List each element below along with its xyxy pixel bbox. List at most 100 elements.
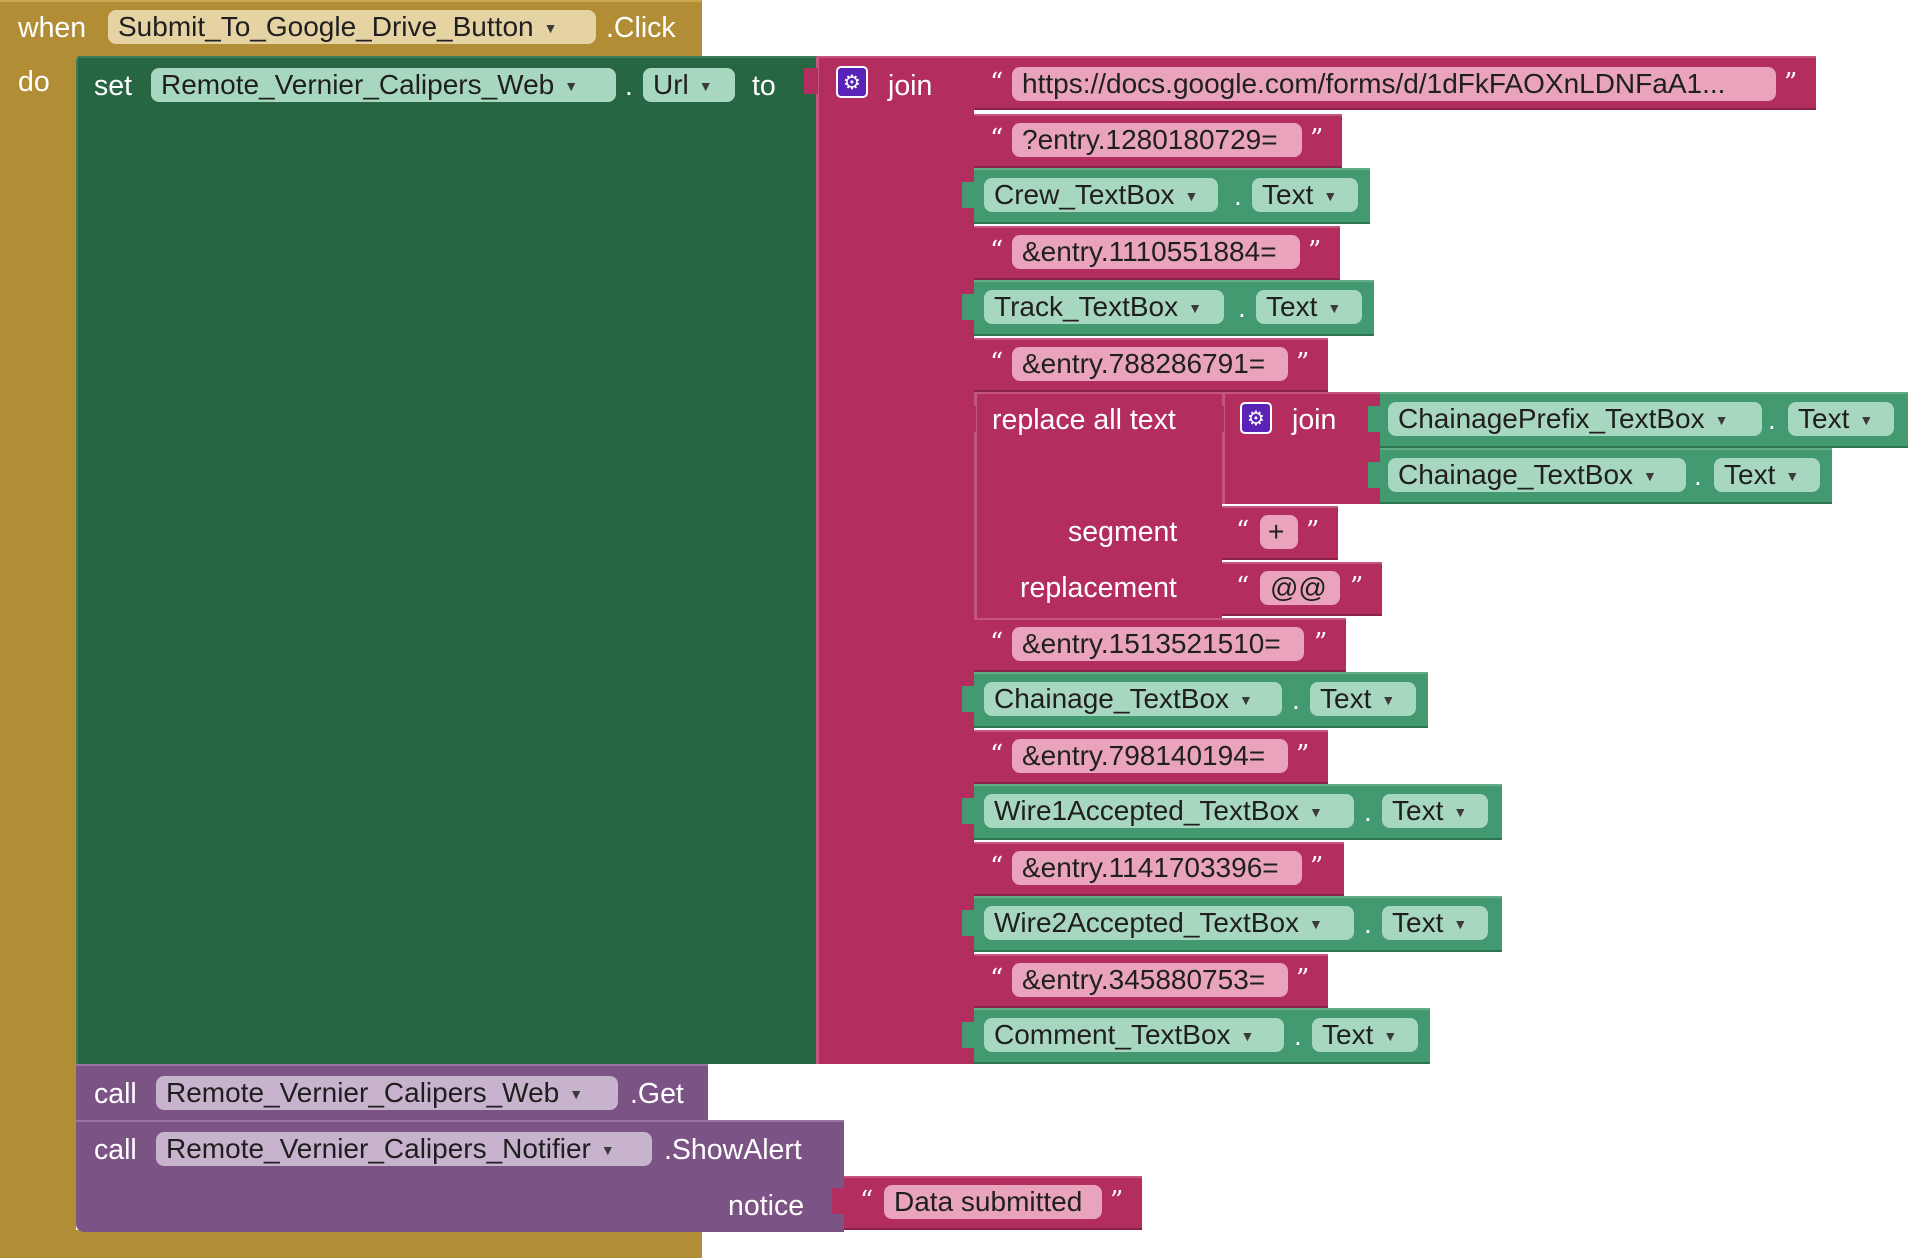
to-keyword: to bbox=[752, 70, 776, 102]
close-quote: ” bbox=[1296, 964, 1310, 994]
wire1-component-label: Wire1Accepted_TextBox bbox=[994, 795, 1300, 826]
event-block-body bbox=[0, 56, 76, 1258]
dropdown-arrow-icon: ▼ bbox=[1785, 468, 1800, 484]
chainage-prefix-component-dropdown[interactable]: ChainagePrefix_TextBox▼ bbox=[1388, 402, 1762, 436]
chainage-join-component-label: Chainage_TextBox bbox=[1398, 459, 1634, 490]
getter-output-tab bbox=[962, 910, 976, 936]
replace-all-block[interactable] bbox=[974, 392, 1222, 618]
notice-text-field[interactable]: Data submitted bbox=[884, 1185, 1102, 1219]
track-component-dropdown[interactable]: Track_TextBox▼ bbox=[984, 290, 1224, 324]
dropdown-arrow-icon: ▼ bbox=[564, 78, 579, 94]
getter-dot: . bbox=[1694, 460, 1702, 491]
close-quote: ” bbox=[1314, 628, 1328, 658]
text-output-tab bbox=[1210, 574, 1224, 600]
dropdown-arrow-icon: ▼ bbox=[1240, 1028, 1255, 1044]
dropdown-arrow-icon: ▼ bbox=[1453, 916, 1468, 932]
set-property-label: Url bbox=[653, 69, 689, 100]
open-quote: “ bbox=[990, 236, 1004, 266]
close-quote: ” bbox=[1310, 124, 1324, 154]
event-component-label: Submit_To_Google_Drive_Button bbox=[118, 11, 534, 42]
wire1-property-dropdown[interactable]: Text ▼ bbox=[1382, 794, 1488, 828]
getter-dot: . bbox=[1234, 180, 1242, 211]
getter-dot: . bbox=[1292, 684, 1300, 715]
comment-component-label: Comment_TextBox bbox=[994, 1019, 1231, 1050]
getter-dot: . bbox=[1768, 404, 1776, 435]
close-quote: ” bbox=[1296, 740, 1310, 770]
close-quote: ” bbox=[1784, 68, 1798, 98]
dropdown-arrow-icon: ▼ bbox=[1381, 692, 1396, 708]
getter-dot: . bbox=[1294, 1020, 1302, 1051]
replacement-label: replacement bbox=[1020, 572, 1177, 604]
event-component-dropdown[interactable]: Submit_To_Google_Drive_Button▼ bbox=[108, 10, 596, 44]
join-output-tab bbox=[804, 68, 818, 94]
open-quote: “ bbox=[990, 964, 1004, 994]
entry-5-text-field[interactable]: &entry.798140194= bbox=[1012, 739, 1288, 773]
dropdown-arrow-icon: ▼ bbox=[1327, 300, 1342, 316]
url-text-field[interactable]: https://docs.google.com/forms/d/1dFkFAOX… bbox=[1012, 67, 1776, 101]
dropdown-arrow-icon: ▼ bbox=[1643, 468, 1657, 484]
join-block-main[interactable] bbox=[816, 56, 974, 1064]
gear-icon[interactable]: ⚙ bbox=[836, 66, 868, 98]
chainage-prefix-property-label: Text bbox=[1798, 403, 1850, 434]
set-property-dropdown[interactable]: Url ▼ bbox=[643, 68, 735, 102]
chainage-property-dropdown[interactable]: Text ▼ bbox=[1310, 682, 1416, 716]
entry-3-text-field[interactable]: &entry.788286791= bbox=[1012, 347, 1288, 381]
chainage-join-component-dropdown[interactable]: Chainage_TextBox ▼ bbox=[1388, 458, 1686, 492]
wire1-component-dropdown[interactable]: Wire1Accepted_TextBox ▼ bbox=[984, 794, 1354, 828]
dropdown-arrow-icon: ▼ bbox=[600, 1142, 615, 1158]
getter-dot: . bbox=[1364, 796, 1372, 827]
entry-4-text-field[interactable]: &entry.1513521510= bbox=[1012, 627, 1304, 661]
call-get-component-dropdown[interactable]: Remote_Vernier_Calipers_Web ▼ bbox=[156, 1076, 618, 1110]
dropdown-arrow-icon: ▼ bbox=[698, 78, 713, 94]
open-quote: “ bbox=[990, 124, 1004, 154]
segment-label: segment bbox=[1068, 516, 1178, 548]
nested-join-label: join bbox=[1292, 404, 1337, 436]
comment-component-dropdown[interactable]: Comment_TextBox ▼ bbox=[984, 1018, 1284, 1052]
call-alert-component-label: Remote_Vernier_Calipers_Notifier bbox=[166, 1133, 591, 1164]
join-label: join bbox=[888, 70, 933, 102]
open-quote: “ bbox=[860, 1186, 874, 1216]
wire1-property-label: Text bbox=[1392, 795, 1444, 826]
set-keyword: set bbox=[94, 70, 133, 102]
open-quote: “ bbox=[990, 852, 1004, 882]
replacement-text-field[interactable]: @@ bbox=[1260, 571, 1340, 605]
wire2-component-dropdown[interactable]: Wire2Accepted_TextBox▼ bbox=[984, 906, 1354, 940]
entry-1-text-field[interactable]: ?entry.1280180729= bbox=[1012, 123, 1302, 157]
getter-dot: . bbox=[1238, 292, 1246, 323]
chainage-join-property-dropdown[interactable]: Text▼ bbox=[1714, 458, 1820, 492]
set-component-dropdown[interactable]: Remote_Vernier_Calipers_Web▼ bbox=[151, 68, 616, 102]
track-property-dropdown[interactable]: Text▼ bbox=[1256, 290, 1362, 324]
dropdown-arrow-icon: ▼ bbox=[1859, 412, 1874, 428]
call-get-method: .Get bbox=[630, 1078, 684, 1110]
dropdown-arrow-icon: ▼ bbox=[1309, 916, 1323, 932]
call-alert-component-dropdown[interactable]: Remote_Vernier_Calipers_Notifier ▼ bbox=[156, 1132, 652, 1166]
dropdown-arrow-icon: ▼ bbox=[569, 1086, 584, 1102]
set-url-block[interactable] bbox=[76, 56, 816, 1064]
chainage-component-label: Chainage_TextBox bbox=[994, 683, 1230, 714]
chainage-prefix-component-label: ChainagePrefix_TextBox bbox=[1398, 403, 1705, 434]
chainage-component-dropdown[interactable]: Chainage_TextBox▼ bbox=[984, 682, 1282, 716]
dropdown-arrow-icon: ▼ bbox=[1383, 1028, 1398, 1044]
event-name: .Click bbox=[606, 12, 676, 44]
chainage-prefix-property-dropdown[interactable]: Text ▼ bbox=[1788, 402, 1894, 436]
notice-label: notice bbox=[728, 1190, 805, 1222]
open-quote: “ bbox=[1236, 516, 1250, 546]
chainage-property-label: Text bbox=[1320, 683, 1372, 714]
close-quote: ” bbox=[1310, 852, 1324, 882]
comment-property-dropdown[interactable]: Text▼ bbox=[1312, 1018, 1418, 1052]
crew-property-dropdown[interactable]: Text▼ bbox=[1252, 178, 1358, 212]
wire2-property-dropdown[interactable]: Text ▼ bbox=[1382, 906, 1488, 940]
crew-component-dropdown[interactable]: Crew_TextBox▼ bbox=[984, 178, 1218, 212]
call-keyword: call bbox=[94, 1078, 137, 1110]
entry-6-text-field[interactable]: &entry.1141703396= bbox=[1012, 851, 1302, 885]
dropdown-arrow-icon: ▼ bbox=[1309, 804, 1323, 820]
gear-icon[interactable]: ⚙ bbox=[1240, 402, 1272, 434]
call-get-component-label: Remote_Vernier_Calipers_Web bbox=[166, 1077, 560, 1108]
segment-text-field[interactable]: + bbox=[1260, 515, 1298, 549]
wire2-property-label: Text bbox=[1392, 907, 1444, 938]
entry-2-text-field[interactable]: &entry.1110551884= bbox=[1012, 235, 1300, 269]
dropdown-arrow-icon: ▼ bbox=[1453, 804, 1468, 820]
getter-output-tab bbox=[962, 294, 976, 320]
crew-component-label: Crew_TextBox bbox=[994, 179, 1175, 210]
entry-7-text-field[interactable]: &entry.345880753= bbox=[1012, 963, 1288, 997]
